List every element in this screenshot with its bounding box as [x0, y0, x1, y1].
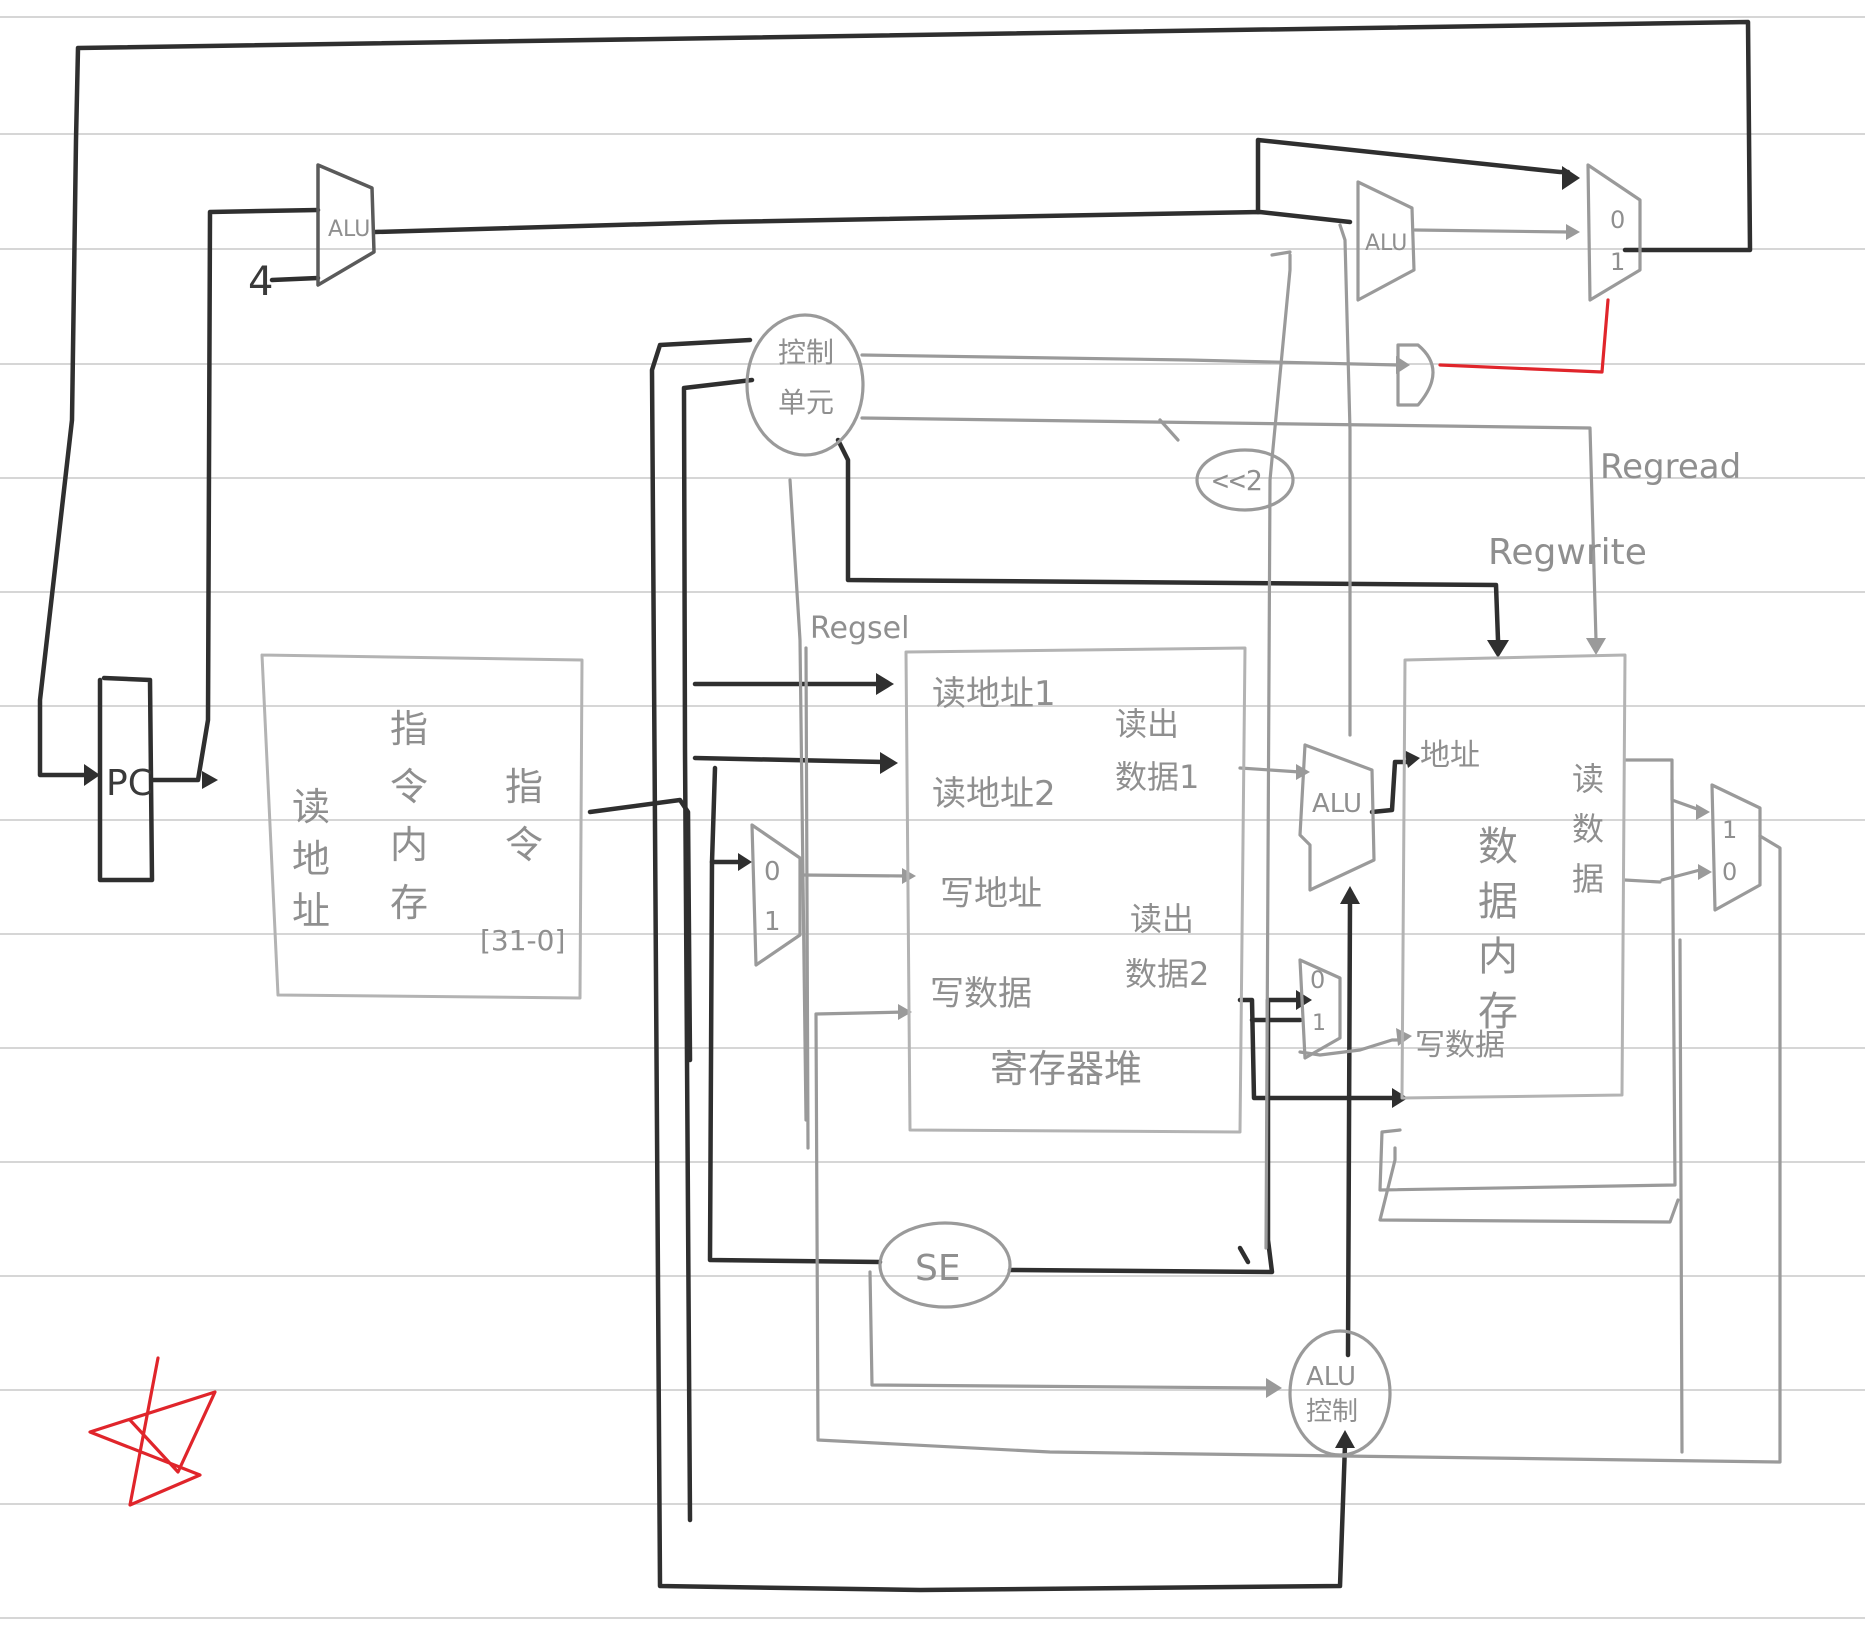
imem-instr-bits: [31-0] — [480, 924, 565, 957]
imem-instr-1: 指 — [505, 765, 543, 809]
pc-mux-label-0: 0 — [1610, 206, 1625, 234]
wire-alu-ctrl — [1348, 900, 1350, 1355]
control-unit-label-2: 单元 — [778, 386, 834, 419]
pc-next-wire — [40, 22, 1750, 775]
data-memory[interactable]: 地址 数 据 内 存 读 数 据 写数据 — [1402, 655, 1625, 1098]
regwrite-label: Regwrite — [1488, 532, 1647, 573]
pc-out-wire — [152, 210, 318, 780]
imem-instr-2: 令 — [505, 823, 543, 867]
constant-four-label: 4 — [248, 259, 273, 305]
pc-plus4-wire — [375, 212, 1350, 232]
alu-control-label-1: ALU — [1306, 1362, 1356, 1392]
pc-register[interactable]: PC — [100, 678, 153, 880]
rf-read-addr1: 读地址1 — [932, 674, 1056, 714]
main-alu[interactable]: ALU — [1300, 745, 1374, 890]
alu-mux-label-1: 1 — [1312, 1011, 1326, 1036]
control-unit-label-1: 控制 — [778, 336, 834, 369]
pc-source-mux[interactable]: 0 1 — [1588, 165, 1640, 300]
wb-mux-label-1: 1 — [1722, 816, 1737, 844]
imem-read-addr-3: 址 — [292, 889, 330, 933]
pc-label: PC — [106, 763, 153, 804]
pc-adder[interactable]: ALU — [318, 165, 374, 285]
rf-read-data2-b: 数据2 — [1125, 955, 1209, 993]
regsel-label: Regsel — [810, 611, 909, 646]
reg-dst-mux[interactable]: 0 1 — [752, 825, 800, 965]
control-unit[interactable]: 控制 单元 — [747, 315, 863, 455]
regread-label: Regread — [1600, 447, 1741, 487]
wire-regwrite-ctrl — [838, 440, 1498, 640]
imem-read-addr-1: 读 — [292, 785, 330, 829]
imem-title-3: 内 — [390, 823, 428, 867]
reg-mux-label-1: 1 — [764, 907, 781, 937]
reg-mux-label-0: 0 — [764, 857, 781, 887]
dmem-title-1: 数 — [1478, 824, 1518, 870]
dmem-addr: 地址 — [1420, 738, 1480, 773]
dmem-title-2: 据 — [1478, 879, 1518, 925]
rf-read-data1-a: 读出 — [1115, 705, 1179, 743]
wb-mux-label-0: 0 — [1722, 858, 1737, 886]
dmem-read-data-1: 读 — [1572, 760, 1604, 798]
imem-title-1: 指 — [390, 707, 428, 751]
rf-write-data: 写数据 — [930, 974, 1032, 1014]
main-alu-label: ALU — [1312, 789, 1362, 819]
imem-title-2: 令 — [390, 765, 428, 809]
star-doodle — [90, 1358, 215, 1505]
alu-mux-label-0: 0 — [1310, 966, 1325, 994]
sign-extend-label: SE — [915, 1248, 961, 1289]
dmem-read-data-2: 数 — [1572, 810, 1604, 848]
alu-control-label-2: 控制 — [1306, 1397, 1358, 1427]
register-file[interactable]: 读地址1 读地址2 写地址 写数据 寄存器堆 读出 数据1 读出 数据2 — [906, 648, 1245, 1132]
pc-mux-label-1: 1 — [1610, 248, 1625, 276]
imem-title-4: 存 — [390, 881, 428, 925]
alu-control[interactable]: ALU 控制 — [1290, 1331, 1390, 1455]
pc-adder-label: ALU — [328, 217, 370, 242]
mem-to-reg-mux[interactable]: 1 0 — [1712, 785, 1760, 910]
rf-title: 寄存器堆 — [990, 1047, 1142, 1091]
dmem-write-data: 写数据 — [1415, 1028, 1505, 1063]
wire-se-out — [1010, 1000, 1300, 1272]
wire-to-sign-extend — [710, 862, 880, 1262]
branch-adder[interactable]: ALU — [1358, 182, 1414, 300]
rf-read-data2-a: 读出 — [1130, 900, 1194, 938]
pc-input-arrow — [84, 764, 100, 786]
shift-left-label: <<2 — [1212, 464, 1263, 497]
branch-and-gate-output — [1440, 300, 1608, 372]
rf-write-addr: 写地址 — [940, 874, 1042, 914]
alu-src-mux[interactable]: 0 1 — [1300, 960, 1340, 1058]
instruction-bus — [590, 800, 690, 1060]
rf-read-data1-b: 数据1 — [1115, 758, 1199, 796]
rf-read-addr2: 读地址2 — [932, 774, 1056, 814]
shift-left-2[interactable]: <<2 — [1197, 450, 1293, 510]
branch-and-gate[interactable] — [1398, 345, 1433, 405]
wire-read-addr2 — [695, 758, 884, 762]
branch-adder-label: ALU — [1365, 231, 1407, 256]
dmem-read-data-3: 据 — [1572, 860, 1604, 898]
dmem-title-3: 内 — [1478, 934, 1518, 980]
sign-extend[interactable]: SE — [880, 1223, 1010, 1307]
wire-writeback — [816, 836, 1780, 1462]
imem-read-addr-2: 地 — [292, 837, 330, 881]
